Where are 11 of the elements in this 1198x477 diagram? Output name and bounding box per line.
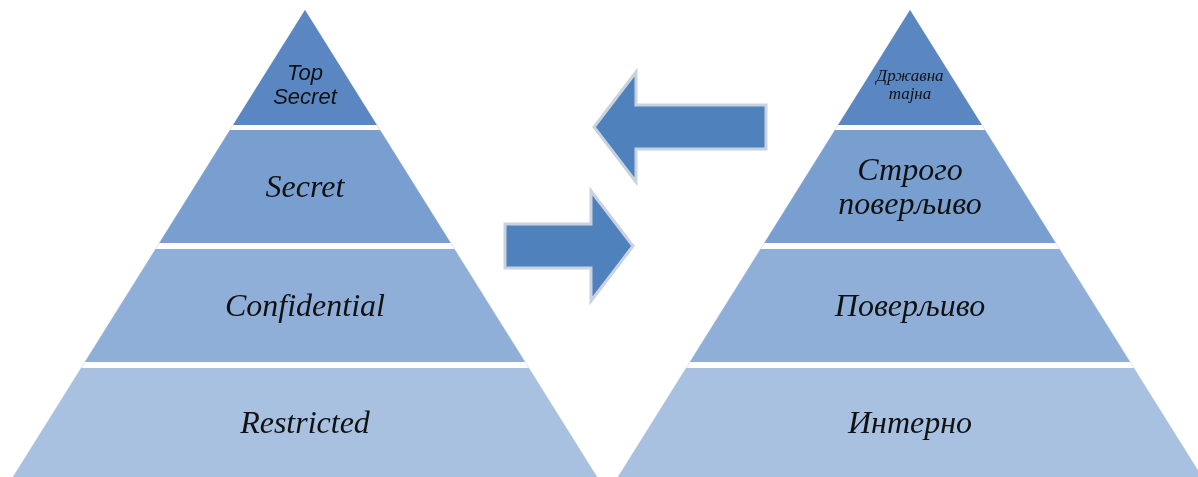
block-arrow: [592, 67, 768, 187]
block-arrow: [503, 186, 635, 306]
tier-label: Поверљиво: [834, 288, 986, 323]
pyramid-tier: [618, 368, 1198, 477]
tier-label: Restricted: [240, 405, 370, 440]
tier-label: Secret: [265, 169, 345, 204]
tier-label: Top Secret: [272, 61, 339, 108]
tier-label: Confidential: [225, 288, 385, 323]
tier-label: Интерно: [847, 405, 973, 440]
tier-label: Строго поверљиво: [837, 152, 983, 221]
tier-label: Државна тајна: [874, 66, 945, 103]
